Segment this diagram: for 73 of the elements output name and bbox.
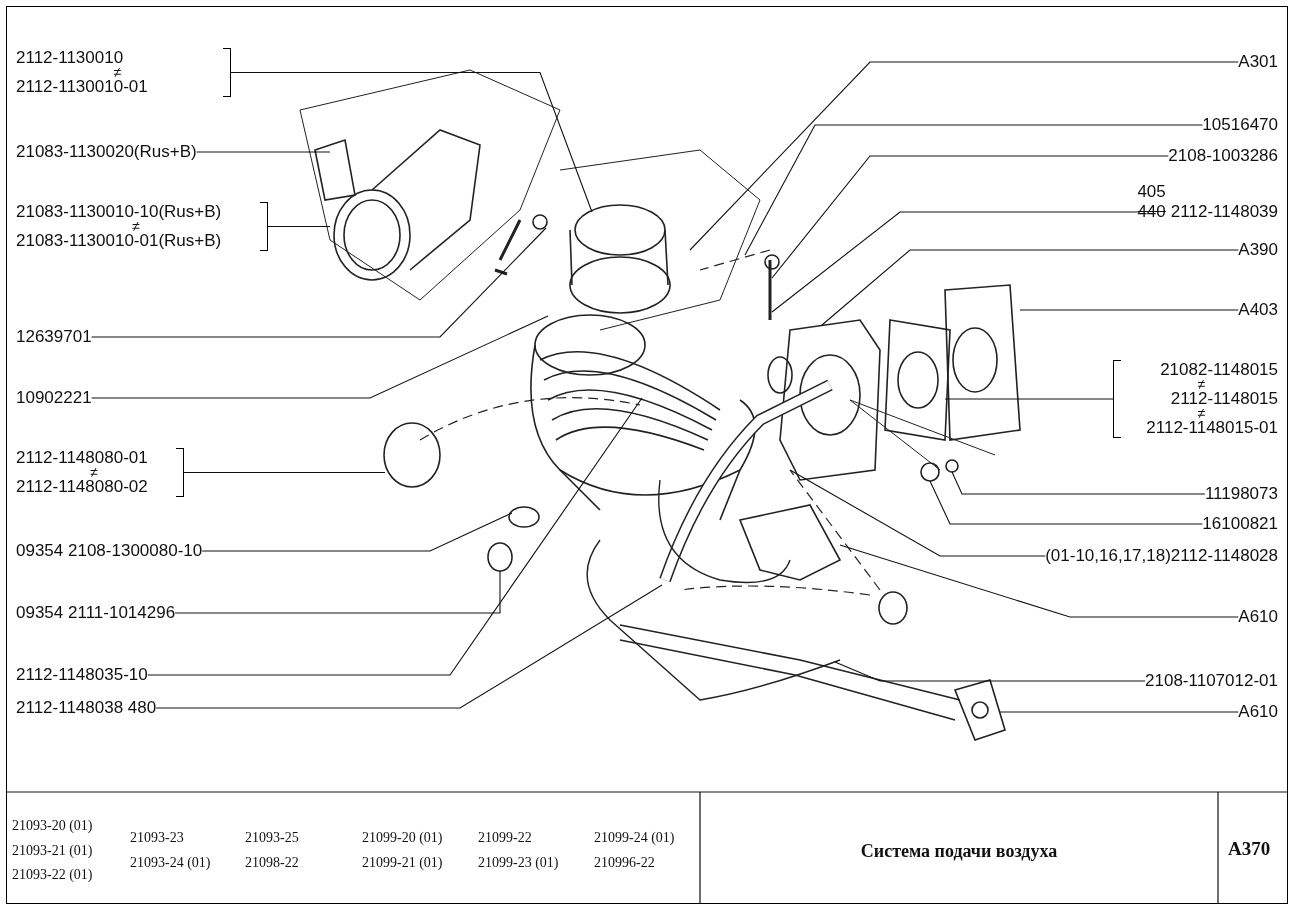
struck-part-number: 440 (1137, 202, 1166, 221)
model-code: 21099-22 (478, 830, 532, 846)
part-number: 2108-1003286 (1168, 146, 1278, 166)
leader-line (155, 584, 663, 709)
leader-line (744, 124, 1203, 256)
leader-line (771, 155, 1169, 279)
model-code: 21093-21 (01) (12, 843, 93, 859)
part-number: 2112-1130010-01 (16, 77, 149, 97)
part-number: (01-10,16,17,18)2112-1148028 (1045, 546, 1278, 566)
model-code: 210996-22 (594, 855, 655, 871)
part-number: A301 (1238, 52, 1278, 72)
part-number: 10516470 (1202, 115, 1278, 135)
part-number: 16100821 (1202, 514, 1278, 534)
model-code: 21093-23 (130, 830, 184, 846)
part-number: A403 (1238, 300, 1278, 320)
leader-line (789, 469, 1046, 557)
model-code: 21099-23 (01) (478, 855, 559, 871)
leader-line (951, 471, 1206, 495)
part-number: A610 (1238, 607, 1278, 627)
part-number: 21083-1130010-01(Rus+B) (16, 231, 223, 251)
part-number: 11198073 (1204, 484, 1278, 504)
leader-line (196, 151, 331, 153)
leader-line (944, 398, 1114, 400)
leader-line (771, 211, 1138, 313)
part-number: 2112-1130010 (16, 48, 125, 68)
leader-line (821, 249, 1239, 326)
model-code: 21099-20 (01) (362, 830, 443, 846)
not-equal-sign: ≠ (1196, 409, 1207, 418)
sheet-code: A370 (1228, 838, 1271, 860)
not-equal-sign: ≠ (112, 68, 123, 77)
part-number: 2112-1148035-10 (16, 665, 148, 685)
drawing-title: Система подачи воздуха (859, 841, 1059, 862)
part-number: A390 (1238, 240, 1278, 260)
leader-line (183, 471, 386, 474)
leader-line (839, 544, 1239, 618)
model-code: 21093-22 (01) (12, 867, 93, 883)
part-number: 09354 2111-1014296 (16, 603, 176, 623)
leader-line (230, 71, 593, 213)
model-code: 21093-20 (01) (12, 818, 93, 834)
leader-line (689, 61, 1239, 251)
leader-line (929, 480, 1203, 525)
model-code: 21099-21 (01) (362, 855, 443, 871)
not-equal-sign: ≠ (1196, 380, 1207, 389)
model-code: 21093-24 (01) (130, 855, 211, 871)
model-code: 21093-25 (245, 830, 299, 846)
part-number: 2108-1107012-01 (1145, 671, 1278, 691)
model-code: 21098-22 (245, 855, 299, 871)
part-number: A610 (1238, 702, 1278, 722)
part-number: 2112-1148080-02 (16, 477, 149, 497)
leader-line (999, 711, 1239, 713)
leader-line (91, 315, 549, 399)
part-number: 2112-1148015-01 (1145, 418, 1278, 438)
part-number: 21083-1130020(Rus+B) (16, 142, 197, 162)
part-number: 2112-1148039 (1170, 202, 1278, 221)
leader-line (174, 570, 501, 614)
leader-line (201, 512, 513, 552)
leader-line (1019, 309, 1239, 311)
model-code: 21099-24 (01) (594, 830, 675, 846)
part-number: 10902221 (16, 388, 92, 408)
part-number: 2112-1148080-01 (16, 448, 149, 468)
part-number: 2112-1148015 (1169, 389, 1278, 409)
part-number: 405 (1137, 182, 1167, 202)
part-number: 21083-1130010-10(Rus+B) (16, 202, 223, 222)
not-equal-sign: ≠ (132, 222, 140, 231)
not-equal-sign: ≠ (89, 468, 99, 477)
leader-line (834, 661, 1146, 682)
part-number: 2112-1148038 480 (16, 698, 157, 718)
leader-line (91, 227, 547, 338)
part-number: 12639701 (16, 327, 92, 347)
part-number: 09354 2108-1300080-10 (16, 541, 203, 561)
leader-line (147, 397, 643, 676)
part-number: 21082-1148015 (1159, 360, 1278, 380)
leader-line (267, 225, 331, 228)
